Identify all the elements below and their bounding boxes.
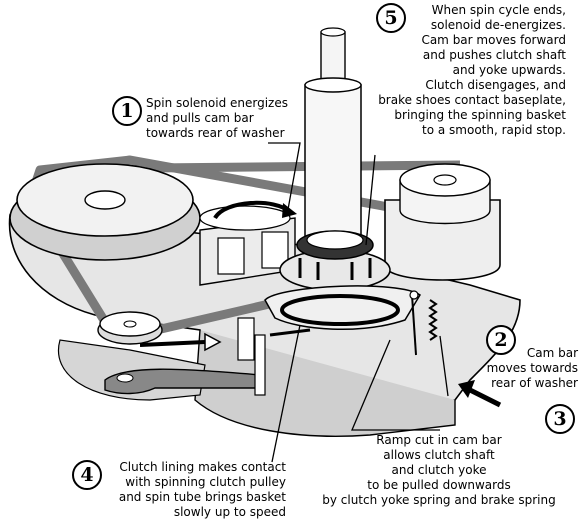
motor-pulley [384, 163, 501, 281]
callout-5-text: When spin cycle ends, solenoid de-energi… [378, 3, 566, 137]
cam-bar-motion-arrow [139, 328, 311, 352]
drive-pulley [9, 163, 201, 261]
callout-1-text: Spin solenoid energizes and pulls cam ba… [146, 96, 288, 140]
callout-1-number: 1 [112, 96, 142, 126]
clutch-yoke [264, 285, 421, 331]
idler-pulley [97, 311, 163, 345]
callout-2-number: 2 [486, 325, 516, 355]
cam-bar [104, 317, 266, 396]
callout-2-text: Cam bar moves towards rear of washer [486, 346, 578, 390]
callout-3-number: 3 [545, 404, 575, 434]
rear-arrow [458, 380, 502, 408]
brake-spring [409, 290, 438, 356]
callout-3-text: Ramp cut in cam bar allows clutch shaft … [322, 433, 556, 507]
callout-4-number: 4 [72, 460, 102, 490]
callout-4-text: Clutch lining makes contact with spinnin… [118, 460, 286, 519]
spin-solenoid [199, 205, 296, 286]
clutch-pulley [279, 230, 391, 291]
leader-lines [268, 142, 449, 463]
callout-5-number: 5 [376, 3, 406, 33]
